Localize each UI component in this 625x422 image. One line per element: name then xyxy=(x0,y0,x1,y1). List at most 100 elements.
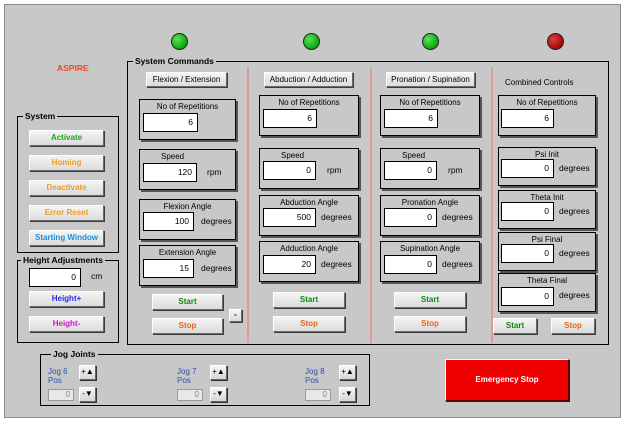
pronation-status-led xyxy=(422,33,439,50)
jog7-up-button[interactable]: +▲ xyxy=(210,365,227,380)
abduction-status-led xyxy=(303,33,320,50)
jog8-up-button[interactable]: +▲ xyxy=(339,365,356,380)
height-adjustments-title: Height Adjustments xyxy=(21,255,105,265)
combined-reps-label: No of Repetitions xyxy=(515,98,579,107)
app-title: ASPIRE xyxy=(57,63,89,73)
adduction-angle-unit: degrees xyxy=(321,259,352,269)
theta-init-unit: degrees xyxy=(559,206,590,216)
extension-angle-unit: degrees xyxy=(201,263,232,273)
psi-init-unit: degrees xyxy=(559,163,590,173)
abduction-reps-field[interactable]: 6 xyxy=(263,109,317,128)
abduction-angle-label: Abduction Angle xyxy=(279,198,339,207)
pronation-angle-field[interactable]: 0 xyxy=(384,208,437,227)
combined-stop-button[interactable]: Stop xyxy=(551,318,595,334)
height-down-button[interactable]: Height- xyxy=(29,316,104,332)
abduction-adduction-header[interactable]: Abduction / Adduction xyxy=(264,72,353,87)
abduction-angle-field[interactable]: 500 xyxy=(263,208,316,227)
supination-angle-unit: degrees xyxy=(442,259,473,269)
psi-final-unit: degrees xyxy=(559,248,590,258)
jog8-position-field[interactable]: 0 xyxy=(305,389,331,401)
jog6-position-field[interactable]: 0 xyxy=(48,389,74,401)
psi-final-field[interactable]: 0 xyxy=(501,244,554,263)
system-commands-group: System Commands xyxy=(127,56,609,345)
pronation-start-button[interactable]: Start xyxy=(394,292,466,308)
triangle-up-icon: ▲ xyxy=(85,367,94,376)
jog-joints-group: Jog Joints xyxy=(40,349,370,406)
supination-angle-box: Supination Angle xyxy=(380,241,480,282)
jog6-down-button[interactable]: -▼ xyxy=(79,387,96,402)
jog8-down-button[interactable]: -▼ xyxy=(339,387,356,402)
combined-reps-field[interactable]: 6 xyxy=(501,109,554,128)
triangle-up-icon: ▲ xyxy=(216,367,225,376)
height-up-button[interactable]: Height+ xyxy=(29,291,104,307)
adduction-angle-field[interactable]: 20 xyxy=(263,255,316,274)
flexion-reps-field[interactable]: 6 xyxy=(143,113,198,132)
height-adjustments-group: Height Adjustments xyxy=(17,255,119,343)
theta-init-field[interactable]: 0 xyxy=(501,202,554,221)
flexion-speed-field[interactable]: 120 xyxy=(143,163,197,182)
triangle-up-icon: ▲ xyxy=(345,367,354,376)
pronation-stop-button[interactable]: Stop xyxy=(394,316,466,332)
psi-final-label: Psi Final xyxy=(530,235,564,244)
flexion-speed-label: Speed xyxy=(160,152,186,161)
divider xyxy=(491,67,493,343)
abduction-stop-button[interactable]: Stop xyxy=(273,316,345,332)
emergency-stop-button[interactable]: Emergency Stop xyxy=(445,359,569,401)
triangle-down-icon: ▼ xyxy=(84,389,93,398)
pronation-speed-field[interactable]: 0 xyxy=(384,161,437,180)
flexion-extra-button[interactable]: - xyxy=(229,309,242,322)
starting-window-button[interactable]: Starting Window xyxy=(29,230,104,246)
pronation-supination-header[interactable]: Pronation / Supination xyxy=(386,72,475,87)
pronation-speed-label: Speed xyxy=(401,151,427,160)
abduction-speed-label: Speed xyxy=(280,151,306,160)
combined-controls-title: Combined Controls xyxy=(505,78,574,87)
jog-joints-title: Jog Joints xyxy=(51,349,98,359)
abduction-start-button[interactable]: Start xyxy=(273,292,345,308)
psi-init-field[interactable]: 0 xyxy=(501,159,554,178)
height-value-field[interactable]: 0 xyxy=(29,268,81,287)
extension-angle-label: Extension Angle xyxy=(157,248,218,257)
flexion-stop-button[interactable]: Stop xyxy=(152,318,223,334)
jog6-up-button[interactable]: +▲ xyxy=(79,365,96,380)
jog7-down-button[interactable]: -▼ xyxy=(210,387,227,402)
jog7-position-field[interactable]: 0 xyxy=(177,389,203,401)
pronation-speed-unit: rpm xyxy=(448,165,463,175)
deactivate-button[interactable]: Deactivate xyxy=(29,180,104,196)
triangle-down-icon: ▼ xyxy=(215,389,224,398)
theta-final-label: Theta Final xyxy=(525,276,569,285)
activate-button[interactable]: Activate xyxy=(29,130,104,146)
pronation-reps-field[interactable]: 6 xyxy=(384,109,438,128)
flexion-angle-field[interactable]: 100 xyxy=(143,212,194,231)
abduction-reps-label: No of Repetitions xyxy=(277,98,341,107)
error-reset-button[interactable]: Error Reset xyxy=(29,205,104,221)
height-unit: cm xyxy=(91,271,103,281)
combined-start-button[interactable]: Start xyxy=(493,318,537,334)
divider xyxy=(370,67,372,343)
theta-init-label: Theta Init xyxy=(529,193,565,202)
pronation-angle-unit: degrees xyxy=(442,212,473,222)
system-group: System xyxy=(17,111,119,253)
flexion-start-button[interactable]: Start xyxy=(152,294,223,310)
supination-angle-field[interactable]: 0 xyxy=(384,255,437,274)
supination-angle-label: Supination Angle xyxy=(398,244,462,253)
control-panel: ASPIRE System Activate Homing Deactivate… xyxy=(4,4,621,418)
theta-final-unit: degrees xyxy=(559,290,590,300)
triangle-down-icon: ▼ xyxy=(344,389,353,398)
adduction-angle-label: Adduction Angle xyxy=(279,244,339,253)
combined-status-led xyxy=(547,33,564,50)
theta-final-field[interactable]: 0 xyxy=(501,287,554,306)
pronation-angle-label: Pronation Angle xyxy=(400,198,460,207)
extension-angle-field[interactable]: 15 xyxy=(143,259,194,278)
flexion-extension-header[interactable]: Flexion / Extension xyxy=(146,72,227,87)
psi-init-label: Psi Init xyxy=(533,150,560,159)
flexion-angle-unit: degrees xyxy=(201,216,232,226)
abduction-angle-unit: degrees xyxy=(321,212,352,222)
adduction-angle-box: Adduction Angle xyxy=(259,241,359,282)
flexion-angle-label: Flexion Angle xyxy=(162,202,213,211)
abduction-speed-field[interactable]: 0 xyxy=(263,161,316,180)
flexion-reps-label: No of Repetitions xyxy=(155,102,220,111)
homing-button[interactable]: Homing xyxy=(29,155,104,171)
